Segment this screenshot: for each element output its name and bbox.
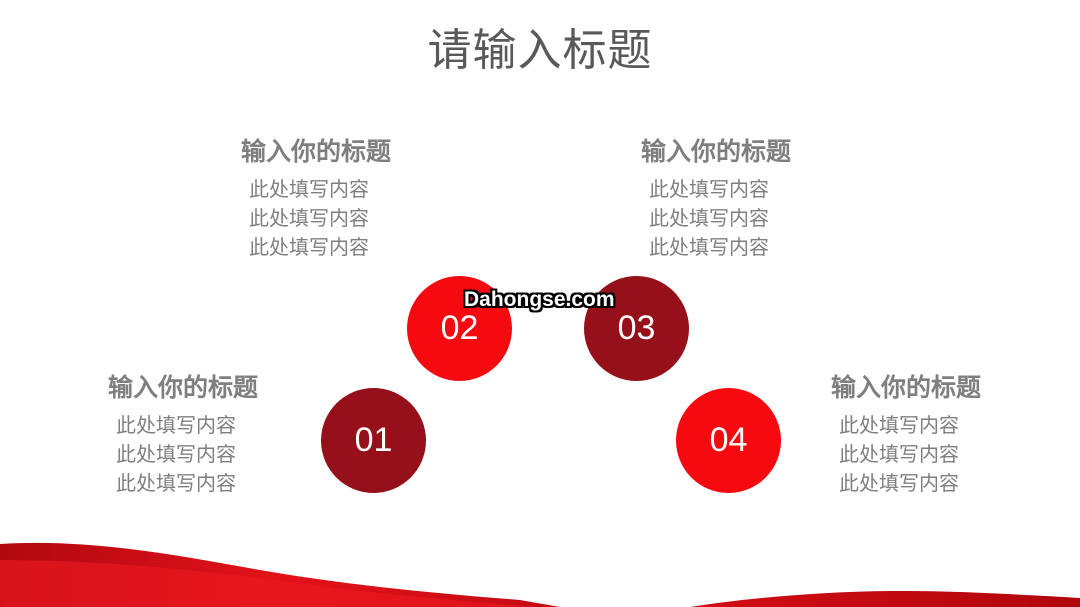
circle-04: 04 <box>676 388 781 493</box>
text-block-02: 输入你的标题 此处填写内容 此处填写内容 此处填写内容 <box>241 132 391 262</box>
block-heading: 输入你的标题 <box>641 137 792 166</box>
block-line: 此处填写内容 <box>249 235 369 259</box>
block-line: 此处填写内容 <box>649 235 769 259</box>
block-heading: 输入你的标题 <box>241 137 392 166</box>
block-line: 此处填写内容 <box>649 206 769 230</box>
block-line: 此处填写内容 <box>649 177 769 201</box>
text-block-01: 输入你的标题 此处填写内容 此处填写内容 此处填写内容 <box>108 368 258 498</box>
block-line: 此处填写内容 <box>249 206 369 230</box>
circle-01: 01 <box>321 388 426 493</box>
watermark-text: Dahongse.com <box>464 288 615 311</box>
block-line: 此处填写内容 <box>116 413 236 437</box>
block-heading: 输入你的标题 <box>831 373 982 402</box>
circle-02: 02 <box>407 276 512 381</box>
text-block-04: 输入你的标题 此处填写内容 此处填写内容 此处填写内容 <box>831 368 981 498</box>
text-block-03: 输入你的标题 此处填写内容 此处填写内容 此处填写内容 <box>641 132 791 262</box>
ribbon-right <box>690 590 1080 607</box>
block-line: 此处填写内容 <box>116 442 236 466</box>
block-line: 此处填写内容 <box>116 471 236 495</box>
block-line: 此处填写内容 <box>839 471 959 495</box>
block-line: 此处填写内容 <box>249 177 369 201</box>
block-heading: 输入你的标题 <box>108 373 259 402</box>
slide-title: 请输入标题 <box>427 25 653 76</box>
circle-03: 03 <box>584 276 689 381</box>
block-line: 此处填写内容 <box>839 442 959 466</box>
block-line: 此处填写内容 <box>839 413 959 437</box>
